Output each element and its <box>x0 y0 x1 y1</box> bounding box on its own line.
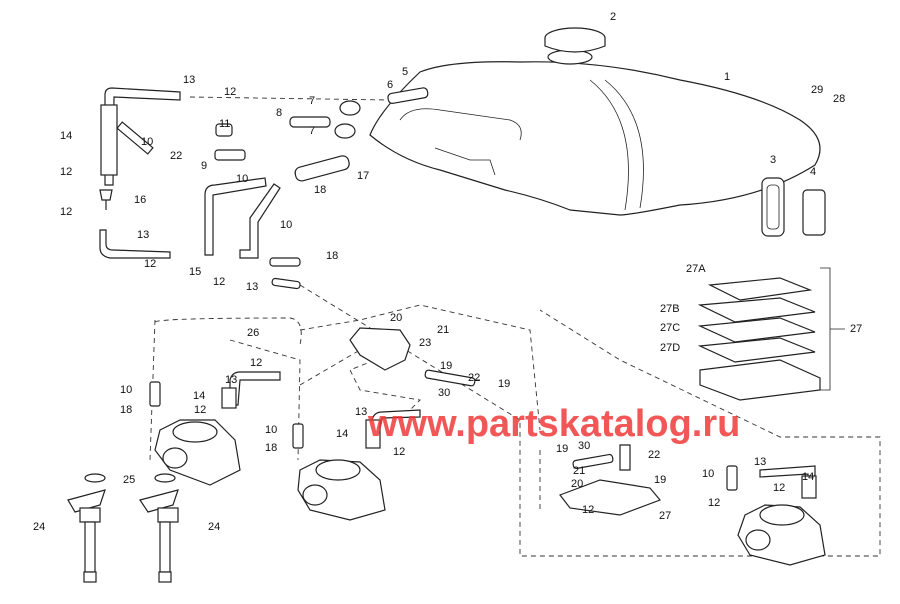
callout-label: 27C <box>660 322 680 334</box>
callout-label: 21 <box>573 465 585 477</box>
callout-label: 18 <box>314 184 326 196</box>
callout-label: 27A <box>686 263 706 275</box>
callout-label: 27 <box>659 510 671 522</box>
callout-label: 13 <box>225 374 237 386</box>
callout-label: 23 <box>419 337 431 349</box>
adapter-plate <box>559 479 662 516</box>
callout-label: 27B <box>660 303 680 315</box>
callout-label: 3 <box>770 154 776 166</box>
callout-label: 20 <box>390 312 402 324</box>
watermark: www.partskatalog.ru <box>367 403 740 445</box>
callout-label: 12 <box>708 497 720 509</box>
callout-label: 12 <box>773 482 785 494</box>
callout-label: 12 <box>60 166 72 178</box>
carburetor <box>737 504 826 566</box>
callout-label: 17 <box>357 170 369 182</box>
gasket <box>761 177 785 237</box>
callout-label: 29 <box>811 84 823 96</box>
callout-label: 8 <box>276 107 282 119</box>
callout-label: 10 <box>141 136 153 148</box>
callout-label: 10 <box>120 384 132 396</box>
fuel-cap <box>544 27 606 53</box>
callout-label: 20 <box>571 478 583 490</box>
callout-label: 28 <box>833 93 845 105</box>
primer-pump <box>139 473 179 583</box>
callout-label: 21 <box>437 324 449 336</box>
callout-label: 9 <box>201 160 207 172</box>
callout-label: 22 <box>648 449 660 461</box>
callout-label: 24 <box>33 521 45 533</box>
callout-label: 18 <box>265 442 277 454</box>
callout-label: 16 <box>134 194 146 206</box>
callout-label: 19 <box>440 360 452 372</box>
callout-label: 7 <box>309 95 315 107</box>
callout-label: 24 <box>208 521 220 533</box>
callout-label: 5 <box>402 66 408 78</box>
callout-label: 15 <box>189 266 201 278</box>
callout-label: 10 <box>702 468 714 480</box>
reed-valve-stack <box>697 267 845 401</box>
callout-label: 18 <box>326 250 338 262</box>
fuel-tank <box>369 49 821 216</box>
callout-label: 14 <box>193 390 205 402</box>
hose-spring <box>365 419 381 449</box>
callout-label: 6 <box>387 79 393 91</box>
fuel-filter <box>99 189 113 201</box>
callout-label: 1 <box>724 71 730 83</box>
callout-label: 22 <box>468 372 480 384</box>
callout-label: 19 <box>654 474 666 486</box>
fuel-valve <box>294 155 350 182</box>
callout-label: 12 <box>213 276 225 288</box>
callout-label: 25 <box>123 474 135 486</box>
callout-label: 13 <box>183 74 195 86</box>
primer-pump <box>67 473 106 583</box>
callout-label: 2 <box>610 11 616 23</box>
callout-label: 12 <box>582 504 594 516</box>
callout-label: 30 <box>438 387 450 399</box>
spring-hose <box>424 369 476 387</box>
callout-label: 27 <box>850 323 862 335</box>
callout-label: 12 <box>144 258 156 270</box>
callout-label: 18 <box>120 404 132 416</box>
callout-label: 14 <box>802 471 814 483</box>
callout-label: 13 <box>754 456 766 468</box>
callout-label: 19 <box>498 378 510 390</box>
callout-label: 22 <box>170 150 182 162</box>
callout-label: 10 <box>265 424 277 436</box>
carburetor <box>297 459 386 521</box>
seal <box>802 189 826 236</box>
callout-label: 12 <box>393 446 405 458</box>
callout-label: 10 <box>236 173 248 185</box>
hose-spring <box>801 475 817 499</box>
callout-label: 13 <box>355 406 367 418</box>
callout-label: 10 <box>280 219 292 231</box>
callout-label: 14 <box>60 130 72 142</box>
hose-spring <box>221 387 237 409</box>
callout-label: 14 <box>336 428 348 440</box>
callout-label: 12 <box>194 404 206 416</box>
callout-label: 11 <box>219 118 230 130</box>
carburetor <box>154 419 241 486</box>
callout-label: 4 <box>810 166 816 178</box>
reed-block <box>349 327 411 371</box>
callout-label: 12 <box>224 86 236 98</box>
callout-label: 7 <box>309 125 315 137</box>
callout-label: 12 <box>60 206 72 218</box>
callout-label: 26 <box>247 327 259 339</box>
callout-label: 27D <box>660 342 680 354</box>
callout-label: 19 <box>556 443 568 455</box>
callout-label: 12 <box>250 357 262 369</box>
callout-label: 30 <box>578 440 590 452</box>
callout-label: 13 <box>246 281 258 293</box>
hose-spring <box>100 104 118 176</box>
callout-label: 13 <box>137 229 149 241</box>
